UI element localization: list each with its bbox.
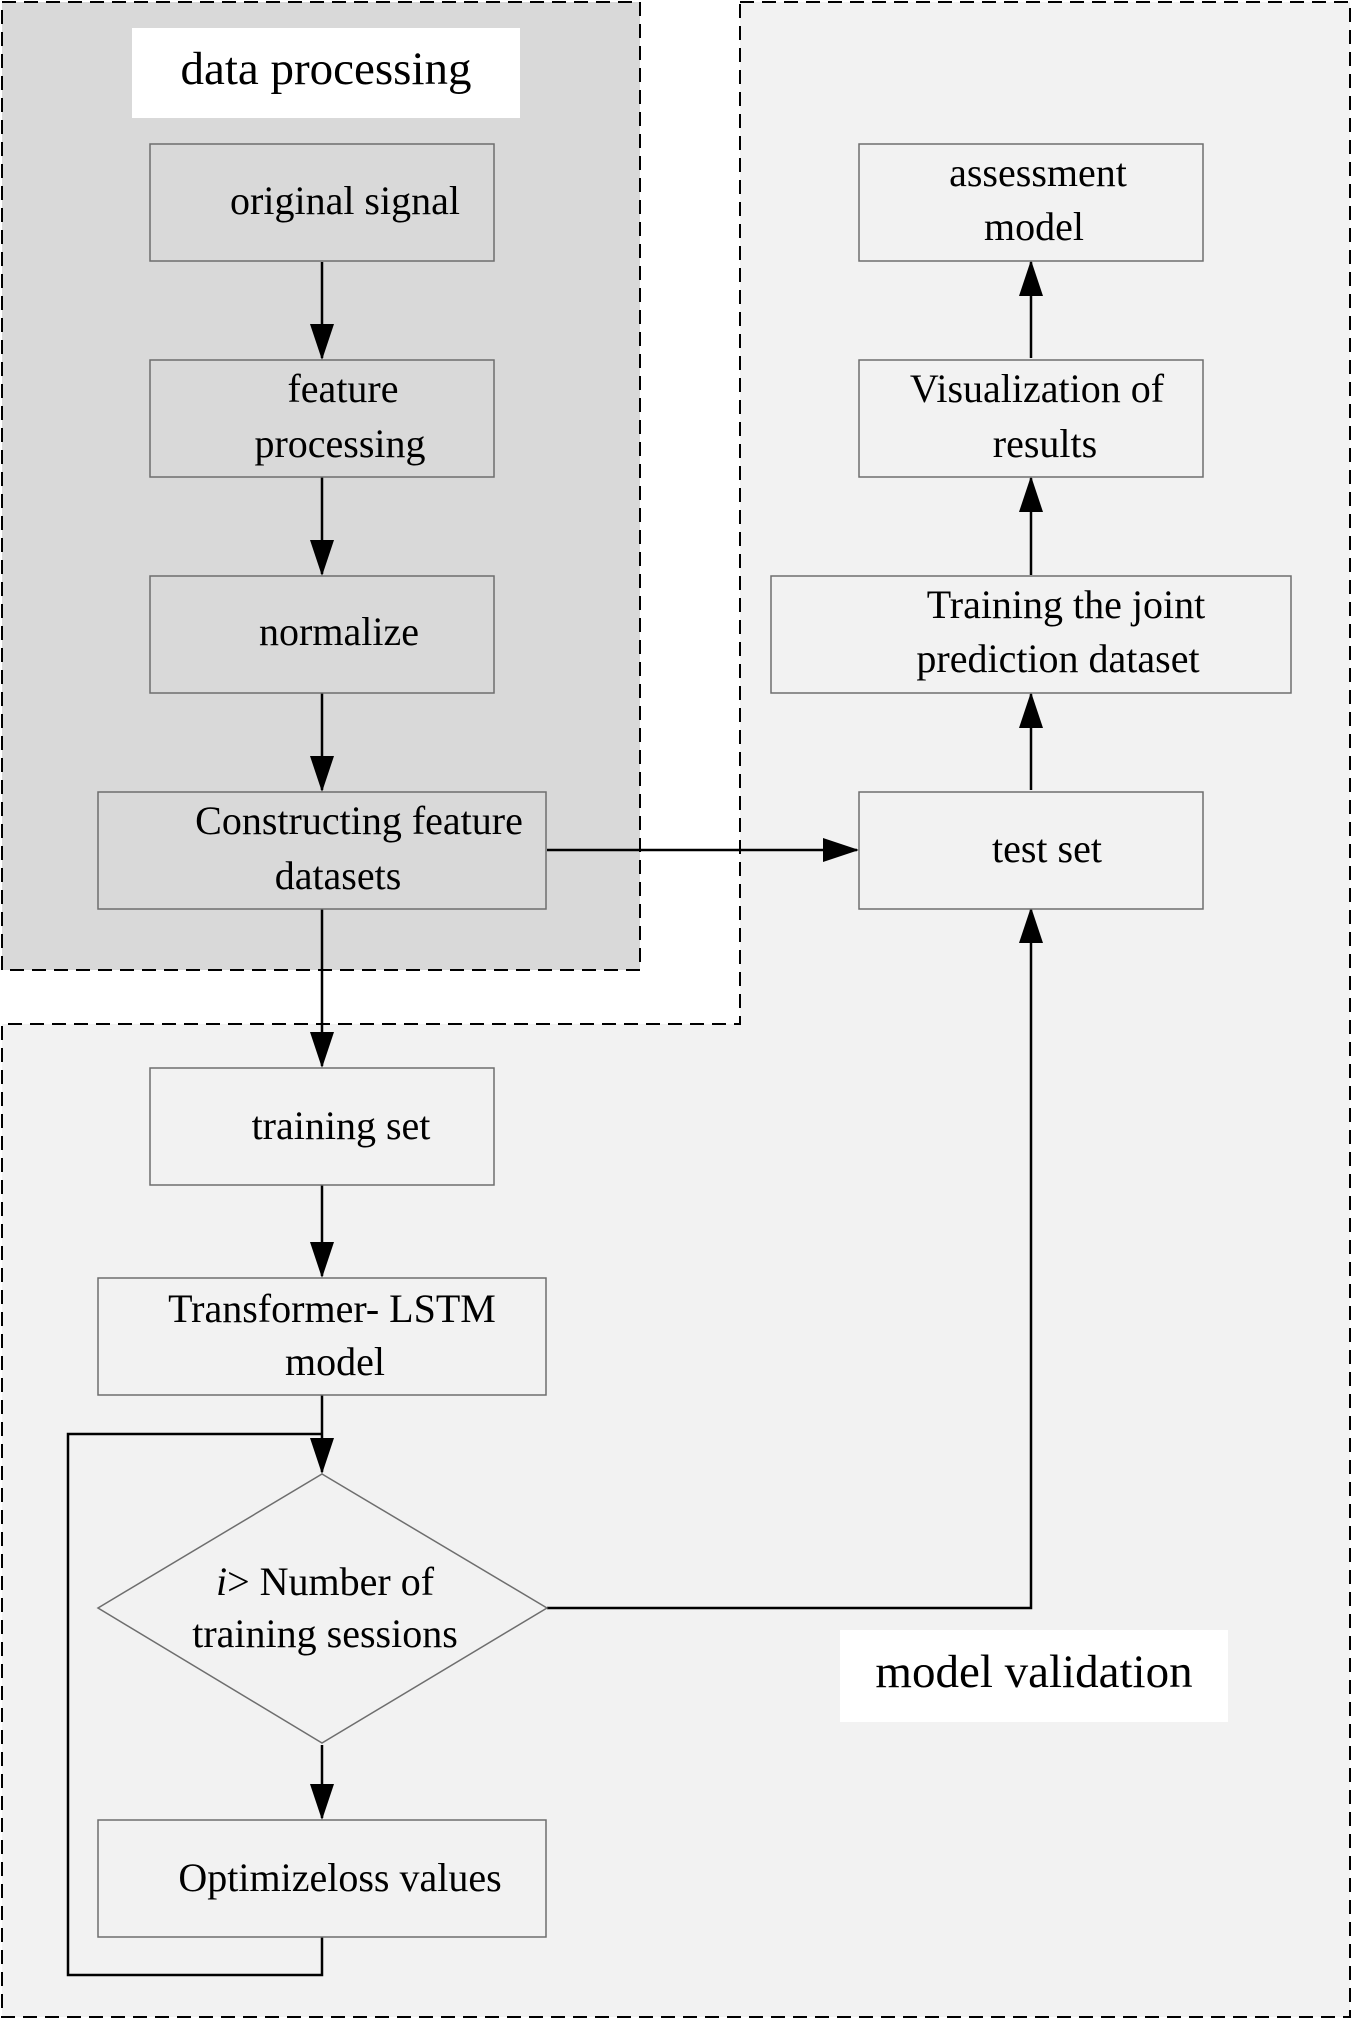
assessment-model-box: assessment model: [858, 143, 1204, 262]
svg-text:Training the joint: Training the joint: [927, 582, 1206, 627]
decision-line1: > Number of: [227, 1559, 435, 1604]
svg-text:results: results: [993, 421, 1097, 466]
connectors: [66, 260, 1043, 1977]
decision-line2: training sessions: [192, 1611, 458, 1656]
model-validation-label: model validation: [840, 1630, 1228, 1722]
svg-text:model: model: [984, 204, 1084, 249]
svg-text:original signal: original signal: [230, 178, 460, 223]
svg-text:prediction dataset: prediction dataset: [916, 636, 1199, 681]
feature-processing-box: feature processing: [149, 359, 495, 478]
training-joint-box: Training the joint prediction dataset: [770, 575, 1292, 694]
svg-text:training set: training set: [252, 1103, 431, 1148]
svg-text:test set: test set: [992, 826, 1102, 871]
visualization-box: Visualization of results: [858, 359, 1204, 478]
data-processing-label: data processing: [132, 28, 520, 118]
normalize-box: normalize: [149, 575, 495, 694]
training-set-box: training set: [149, 1067, 495, 1186]
loop-optimize-to-transformer: [66, 1432, 324, 1977]
svg-text:datasets: datasets: [275, 853, 402, 898]
svg-text:processing: processing: [254, 421, 425, 466]
svg-text:model: model: [285, 1339, 385, 1384]
svg-text:feature: feature: [287, 366, 398, 411]
constructing-feature-datasets-box: Constructing feature datasets: [97, 791, 547, 910]
transformer-lstm-box: Transformer- LSTM model: [97, 1277, 547, 1396]
svg-text:data processing: data processing: [180, 43, 471, 95]
decision-diamond: i> Number of training sessions: [96, 1473, 549, 1744]
original-signal-box: original signal: [149, 143, 495, 262]
decision-variable: i: [216, 1559, 227, 1604]
svg-text:Optimizeloss values: Optimizeloss values: [178, 1855, 501, 1900]
optimize-loss-box: Optimizeloss values: [97, 1819, 547, 1938]
svg-text:normalize: normalize: [259, 609, 419, 654]
svg-text:Constructing feature: Constructing feature: [195, 798, 523, 843]
test-set-box: test set: [858, 791, 1204, 910]
svg-text:i> Number of: i> Number of: [216, 1559, 435, 1604]
svg-text:assessment: assessment: [949, 150, 1127, 195]
svg-text:Transformer- LSTM: Transformer- LSTM: [168, 1286, 496, 1331]
svg-text:Visualization of: Visualization of: [910, 366, 1165, 411]
svg-text:model validation: model validation: [875, 1646, 1192, 1698]
arrow-decision-to-testset: [547, 907, 1043, 1610]
